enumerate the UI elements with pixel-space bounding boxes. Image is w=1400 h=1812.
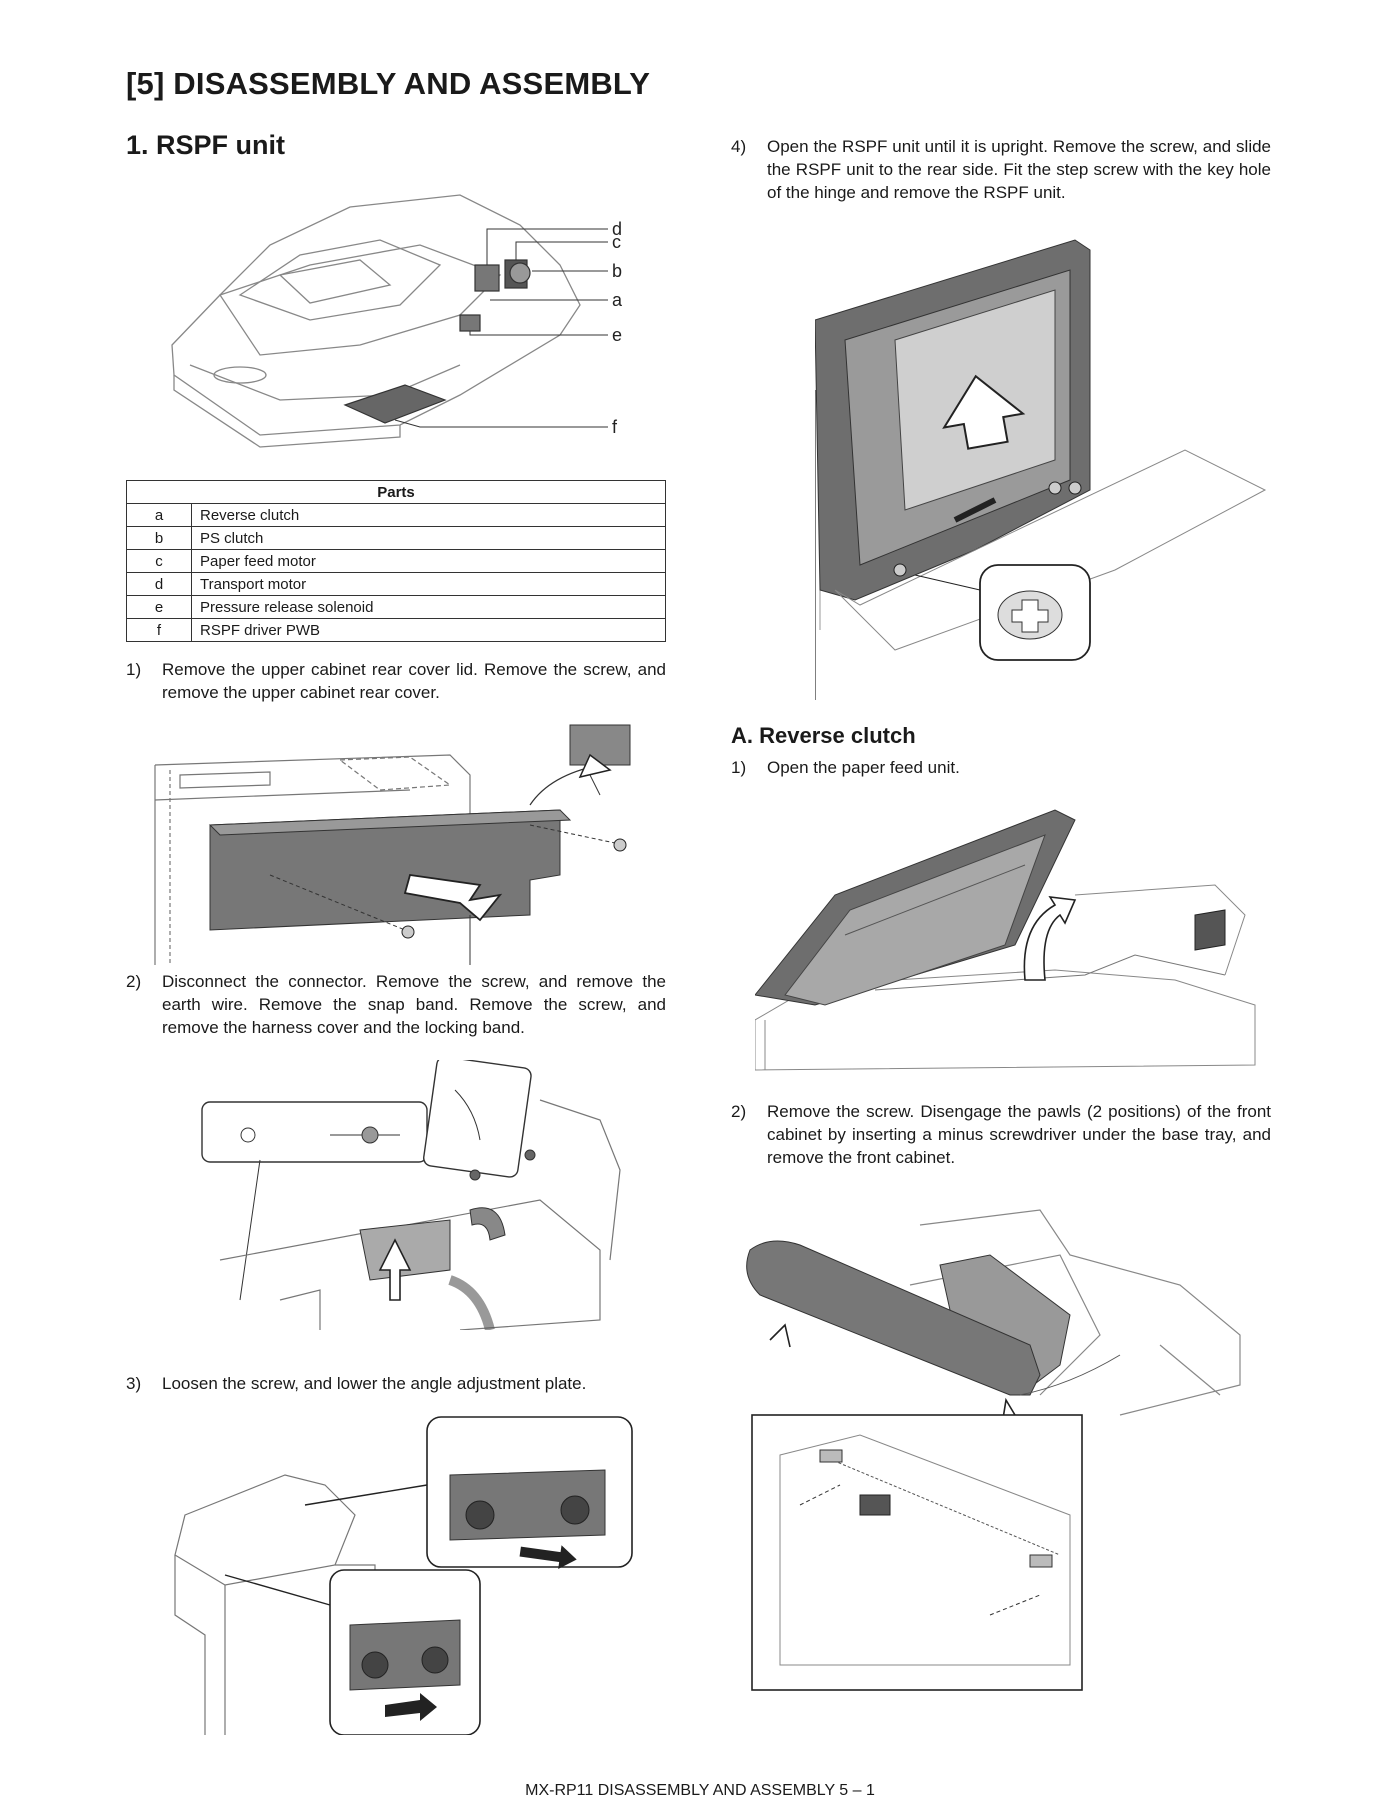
figure-rspf-overview: d c b a e f bbox=[171, 194, 623, 448]
step-3: 3) Loosen the screw, and lower the angle… bbox=[126, 1374, 587, 1393]
figure-front-cabinet bbox=[746, 1209, 1241, 1691]
figure-rspf-upright bbox=[815, 239, 1267, 700]
parts-table-header: Parts bbox=[126, 480, 666, 504]
callout-d: d bbox=[612, 219, 622, 239]
figure-harness-cover bbox=[201, 1060, 621, 1330]
figure-paper-feed-open bbox=[755, 809, 1256, 1071]
callout-f: f bbox=[612, 417, 618, 437]
figure-rear-cover bbox=[154, 724, 631, 965]
callout-b: b bbox=[612, 261, 622, 281]
subsection-title: A. Reverse clutch bbox=[731, 723, 916, 748]
chapter-title: [5] DISASSEMBLY AND ASSEMBLY bbox=[126, 66, 651, 101]
step-a1: 1) Open the paper feed unit. bbox=[731, 758, 960, 777]
callout-a: a bbox=[612, 290, 623, 310]
section-title: 1. RSPF unit bbox=[126, 130, 286, 160]
callout-c: c bbox=[612, 232, 621, 252]
page-footer: MX-RP11 DISASSEMBLY AND ASSEMBLY 5 – 1 bbox=[525, 1782, 875, 1799]
step-4: 4) Open the RSPF unit until it is uprigh… bbox=[731, 137, 1271, 202]
step-a2: 2) Remove the screw. Disengage the pawls… bbox=[731, 1102, 1271, 1167]
step-2: 2) Disconnect the connector. Remove the … bbox=[126, 972, 666, 1037]
callout-e: e bbox=[612, 325, 622, 345]
step-1: 1) Remove the upper cabinet rear cover l… bbox=[126, 660, 666, 702]
figure-angle-plate bbox=[174, 1416, 633, 1735]
